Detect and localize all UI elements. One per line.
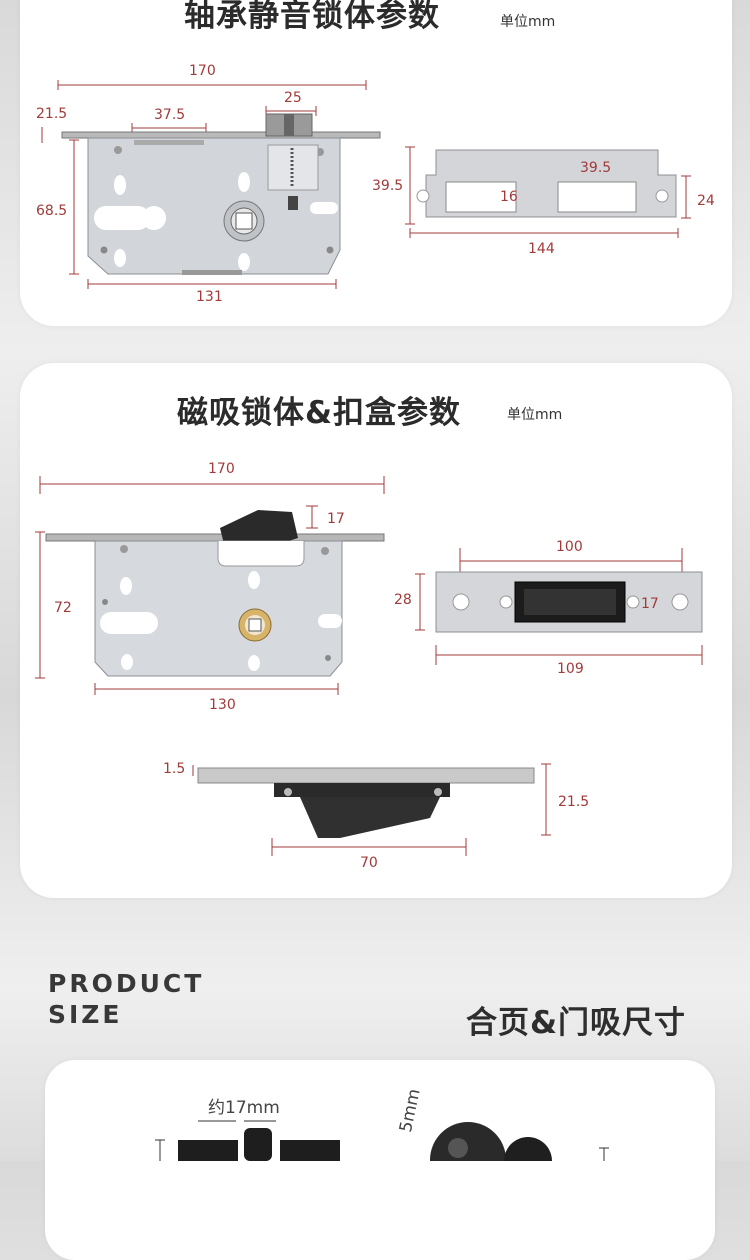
dim2-box-height: 28 — [394, 592, 412, 608]
dim-left-offset: 21.5 — [36, 106, 68, 122]
dim2-height: 72 — [54, 600, 72, 616]
section1-title: 轴承静音锁体参数 — [184, 0, 440, 34]
dim2-side-depth: 21.5 — [558, 794, 590, 810]
magnetic-strike-box — [435, 571, 703, 633]
section3-drawing — [155, 1120, 609, 1161]
magnetic-lock-side-view — [197, 767, 535, 838]
heading-line-2: SIZE — [48, 1000, 123, 1029]
dim2-side-thickness: 1.5 — [163, 761, 186, 777]
dim2-width-total: 170 — [208, 461, 235, 477]
heading-line-1: PRODUCT — [48, 969, 205, 998]
dim-strike-slot-height: 16 — [500, 189, 518, 205]
bearing-strike-plate — [416, 149, 677, 218]
dim-width-total: 170 — [189, 63, 216, 79]
section2-drawing — [35, 476, 703, 856]
bearing-lock-body — [61, 113, 381, 275]
magnetic-lock-body — [45, 510, 385, 677]
section1-drawing — [41, 80, 691, 289]
dim-strike-side: 24 — [697, 193, 715, 209]
hinge-graphic — [178, 1128, 340, 1161]
dim-strike-width: 144 — [528, 241, 555, 257]
dim2-side-width: 70 — [360, 855, 378, 871]
dim2-box-inner: 17 — [641, 596, 659, 612]
product-size-heading: PRODUCT SIZE — [48, 968, 204, 1030]
dim-strike-height: 39.5 — [372, 178, 404, 194]
dim-height: 68.5 — [36, 203, 68, 219]
section2-title: 磁吸锁体&扣盒参数 — [177, 395, 462, 431]
dim-top-span: 37.5 — [154, 107, 186, 123]
dim2-box-span: 100 — [556, 539, 583, 555]
dim2-box-width: 109 — [557, 661, 584, 677]
hinge-note: 约17mm — [208, 1098, 280, 1118]
hinge-doorstop-title: 合页&门吸尺寸 — [466, 1005, 687, 1041]
dim-bottom-width: 131 — [196, 289, 223, 305]
section2-unit: 单位mm — [507, 407, 563, 423]
dim-latch-width: 25 — [284, 90, 302, 106]
dim-strike-slot-width: 39.5 — [580, 160, 612, 176]
doorstop-graphic — [430, 1122, 552, 1161]
dim2-latch: 17 — [327, 511, 345, 527]
dim2-bottom-width: 130 — [209, 697, 236, 713]
section1-unit: 单位mm — [500, 14, 556, 30]
